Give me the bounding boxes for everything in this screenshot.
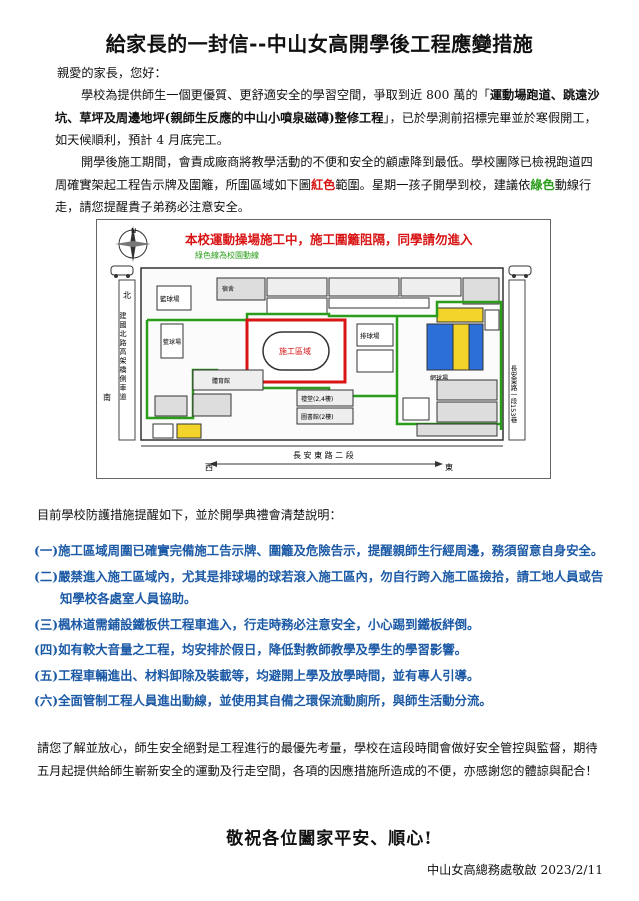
svg-text:N: N	[131, 227, 136, 235]
map-auditorium: 禮堂(2,4樓)	[301, 395, 333, 403]
para2-text-b: 範圍。星期一孩子開學到校，建議依	[335, 177, 531, 192]
car-icon	[508, 265, 532, 278]
para1-text-b: 」，已於學測前招標完畢並於寒假開工，如天候順利，預計 4 月底完工。	[55, 110, 597, 148]
map-south: 南	[103, 392, 111, 402]
map-basketball-2: 籃球場	[163, 338, 181, 346]
map-banner: 本校運動操場施工中，施工圍籬阻隔，同學請勿進入	[185, 232, 473, 247]
map-library: 圖書館(2樓)	[301, 413, 334, 421]
para2-text-c: 動線行走，請您提醒貴子弟務必注意安全。	[55, 177, 592, 215]
red-range-text: 紅色	[310, 177, 336, 192]
measure-item: (一)施工區域周圍已確實完備施工告示牌、圍籬及危險告示，提醒親師生行經周邊，務須…	[34, 543, 604, 558]
closing-wish: 敬祝各位闔家平安、順心!	[226, 829, 433, 849]
map-road-bottom: 長 安 東 路 二 段	[293, 450, 354, 460]
map-east: 東	[445, 462, 453, 472]
map-west: 西	[205, 463, 213, 472]
campus-map: N 本校運動操場施工中，施工圍籬阻隔，同學請勿進入 綠色線為校園動線 北 南 建…	[96, 219, 551, 479]
measure-item: (二)嚴禁進入施工區域內，尤其是排球場的球若滾入施工區內，勿自行跨入施工區撿拾，…	[34, 568, 604, 607]
closing-paragraph: 請您了解並放心，師生安全絕對是工程進行的最優先考量，學校在這段時間會做好安全管控…	[37, 741, 598, 778]
map-road-left: 建國北路高架橋側車道	[119, 311, 127, 402]
map-road-right: 長安東路一段153巷	[509, 365, 517, 423]
green-route-text: 綠色	[530, 177, 555, 192]
map-tennis: 網球場	[430, 374, 448, 382]
car-icon	[110, 265, 134, 278]
map-volleyball: 排球場	[360, 331, 380, 340]
compass-icon: N	[115, 226, 151, 262]
paragraph-intro: 學校為提供師生一個更優質、更舒適安全的學習空間，爭取到近 800 萬的「運動場跑…	[55, 84, 600, 152]
map-basketball: 籃球場	[160, 294, 180, 303]
green-route	[147, 300, 503, 430]
para2-text-a: 開學後施工期間，會責成廠商將教學活動的不便和安全的顧慮降到最低。學校團隊已檢視跑…	[55, 155, 593, 192]
measure-item: (五)工程車輛進出、材料卸除及裝載等，均避開上學及放學時間，並有專人引導。	[34, 667, 480, 683]
measure-item: (四)如有較大音量之工程，均安排於假日，降低對教師教學及學生的學習影響。	[34, 642, 468, 657]
project-name: 運動場跑道、跳遠沙坑、草坪及周邊地坪(親師生反應的中山小噴泉磁磚)整修工程	[55, 88, 600, 125]
greeting: 親愛的家長，您好：	[57, 66, 167, 80]
map-gym: 體育館	[212, 377, 230, 385]
construction-label: 施工區域	[279, 346, 311, 356]
map-legend: 綠色線為校園動線	[195, 250, 259, 260]
page-title: 給家長的一封信--中山女高開學後工程應變措施	[105, 32, 534, 56]
measures-list: (一)施工區域周圍已確實完備施工告示牌、圍籬及危險告示，提醒親師生行經周邊，務須…	[34, 540, 609, 716]
measure-item: (六)全面管制工程人員進出動線，並使用其自備之環保流動廁所，與師生活動分流。	[34, 693, 492, 708]
signature: 中山女高總務處敬啟 2023/2/11	[426, 863, 603, 877]
para1-text-a: 學校為提供師生一個更優質、更舒適安全的學習空間，爭取到近 800 萬的「	[81, 88, 490, 102]
map-north: 北	[123, 291, 131, 300]
map-dorm: 宿舍	[222, 285, 234, 293]
measure-item: (三)楓林道需鋪設鐵板供工程車進入，行走時務必注意安全，小心踢到鐵板絆倒。	[34, 616, 480, 632]
paragraph-construction: 開學後施工期間，會責成廠商將教學活動的不便和安全的顧慮降到最低。學校團隊已檢視跑…	[55, 151, 600, 219]
measures-intro: 目前學校防護措施提醒如下，並於開學典禮會清楚說明：	[37, 508, 342, 522]
